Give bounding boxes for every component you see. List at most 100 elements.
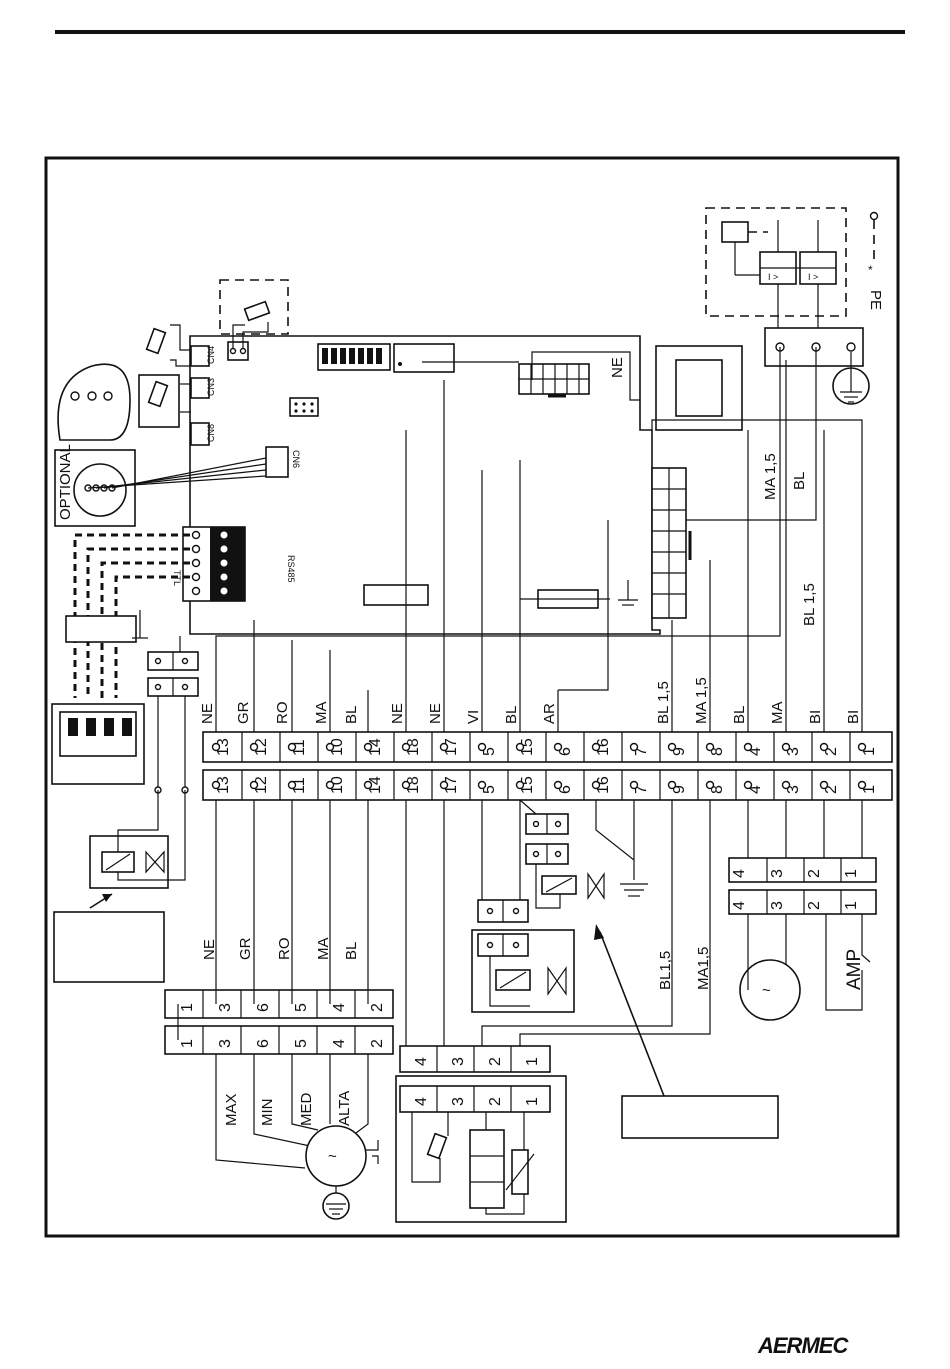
svg-text:AR: AR <box>541 703 558 724</box>
svg-text:3: 3 <box>450 1097 467 1106</box>
jumper-block <box>289 397 319 417</box>
main-wire-ma: MA 1,5 <box>762 453 779 500</box>
legend-box-left <box>53 911 165 983</box>
fan-motor: MAX MIN MED ALTA ~ <box>215 1054 379 1220</box>
svg-text:2: 2 <box>369 1003 386 1012</box>
svg-text:2: 2 <box>487 1097 504 1106</box>
breaker-symbol-a: I > <box>768 272 778 282</box>
svg-text:10: 10 <box>329 776 346 794</box>
optional-module: OPTIONAL <box>54 444 267 527</box>
svg-text:3: 3 <box>217 1003 234 1012</box>
terminal-numbers-lower: 13 12 11 10 14 18 17 5 15 6 16 7 9 8 4 3… <box>215 776 878 794</box>
svg-text:1: 1 <box>861 785 878 794</box>
right-terminal-block: 4 3 2 1 4 3 2 1 ~ AMP <box>728 800 877 1021</box>
svg-text:NE: NE <box>201 939 218 960</box>
fan-wire-colors: NE GR RO MA BL <box>201 937 360 960</box>
svg-text:7: 7 <box>633 747 650 756</box>
svg-text:17: 17 <box>443 738 460 756</box>
svg-text:5: 5 <box>293 1039 310 1048</box>
svg-text:NE: NE <box>199 703 216 724</box>
svg-text:4: 4 <box>747 747 764 756</box>
diagram-frame <box>44 156 900 1238</box>
svg-text:BL 1,5: BL 1,5 <box>655 681 672 724</box>
thermistor-cn4 <box>219 279 289 361</box>
svg-text:1: 1 <box>861 747 878 756</box>
svg-text:5: 5 <box>481 747 498 756</box>
cn8-label: CN8 <box>206 424 216 442</box>
lower-wire-ma: MA1,5 <box>695 947 712 990</box>
svg-text:*: * <box>868 263 873 277</box>
svg-text:2: 2 <box>806 869 823 878</box>
svg-text:4: 4 <box>747 785 764 794</box>
pump-motor <box>739 959 801 1021</box>
svg-text:12: 12 <box>253 776 270 794</box>
svg-text:3: 3 <box>769 869 786 878</box>
mains-terminal <box>764 327 870 405</box>
svg-text:4: 4 <box>413 1097 430 1106</box>
rs485-label: RS485 <box>286 555 296 583</box>
svg-text:5: 5 <box>293 1003 310 1012</box>
aermec-logo: AERMEC <box>757 1333 849 1358</box>
svg-text:13: 13 <box>215 738 232 756</box>
svg-text:18: 18 <box>405 738 422 756</box>
optional-label: OPTIONAL <box>57 444 74 520</box>
solenoid-valve-lower <box>471 800 575 1013</box>
svg-text:BI: BI <box>807 710 824 724</box>
svg-text:MIN: MIN <box>259 1099 276 1127</box>
terminal-strip-upper <box>202 731 893 763</box>
svg-text:NE: NE <box>427 703 444 724</box>
pe-label: PE <box>867 290 884 310</box>
svg-text:2: 2 <box>487 1057 504 1066</box>
cn4-label: CN4 <box>206 346 216 364</box>
legend-box-right <box>621 1095 779 1139</box>
svg-text:18: 18 <box>405 776 422 794</box>
pe-terminal <box>869 211 879 221</box>
svg-text:1: 1 <box>524 1097 541 1106</box>
svg-text:8: 8 <box>709 785 726 794</box>
svg-text:7: 7 <box>633 785 650 794</box>
terminal-screws <box>211 742 867 790</box>
breaker-group: I > I > * PE <box>705 207 884 328</box>
terminal-strip-lower <box>202 769 893 801</box>
svg-text:ALTA: ALTA <box>336 1091 353 1126</box>
svg-text:BL: BL <box>343 942 360 960</box>
svg-text:5: 5 <box>481 785 498 794</box>
svg-text:NE: NE <box>389 703 406 724</box>
svg-text:9: 9 <box>671 785 688 794</box>
svg-text:BL: BL <box>343 706 360 724</box>
serial-bus <box>51 533 190 785</box>
svg-text:BL: BL <box>503 706 520 724</box>
svg-text:3: 3 <box>785 785 802 794</box>
legend-arrow <box>594 924 779 1139</box>
svg-text:1: 1 <box>843 869 860 878</box>
svg-text:4: 4 <box>331 1039 348 1048</box>
breaker-enclosure <box>705 207 847 317</box>
svg-text:2: 2 <box>823 747 840 756</box>
thermistor-cn3 <box>138 324 191 428</box>
svg-text:VI: VI <box>465 710 482 724</box>
svg-text:2: 2 <box>823 785 840 794</box>
svg-text:RO: RO <box>276 938 293 961</box>
svg-text:13: 13 <box>215 776 232 794</box>
svg-text:BI: BI <box>845 710 862 724</box>
amp-label: AMP <box>844 949 865 990</box>
svg-text:MA: MA <box>313 702 330 725</box>
svg-text:MED: MED <box>298 1093 315 1127</box>
svg-text:RO: RO <box>274 702 291 725</box>
solenoid-valve-middle <box>519 799 648 909</box>
svg-text:12: 12 <box>253 738 270 756</box>
svg-text:BL: BL <box>731 706 748 724</box>
svg-text:4: 4 <box>413 1057 430 1066</box>
solenoid-valve-left <box>53 790 186 983</box>
svg-text:4: 4 <box>331 1003 348 1012</box>
svg-text:3: 3 <box>217 1039 234 1048</box>
board-wiring <box>160 347 863 732</box>
svg-text:16: 16 <box>595 738 612 756</box>
main-wire-bl15: BL 1,5 <box>801 583 818 626</box>
board-ne-label: NE <box>609 357 626 378</box>
svg-text:MA: MA <box>315 938 332 961</box>
svg-text:~: ~ <box>328 1148 337 1165</box>
svg-text:16: 16 <box>595 776 612 794</box>
svg-text:GR: GR <box>235 701 252 724</box>
